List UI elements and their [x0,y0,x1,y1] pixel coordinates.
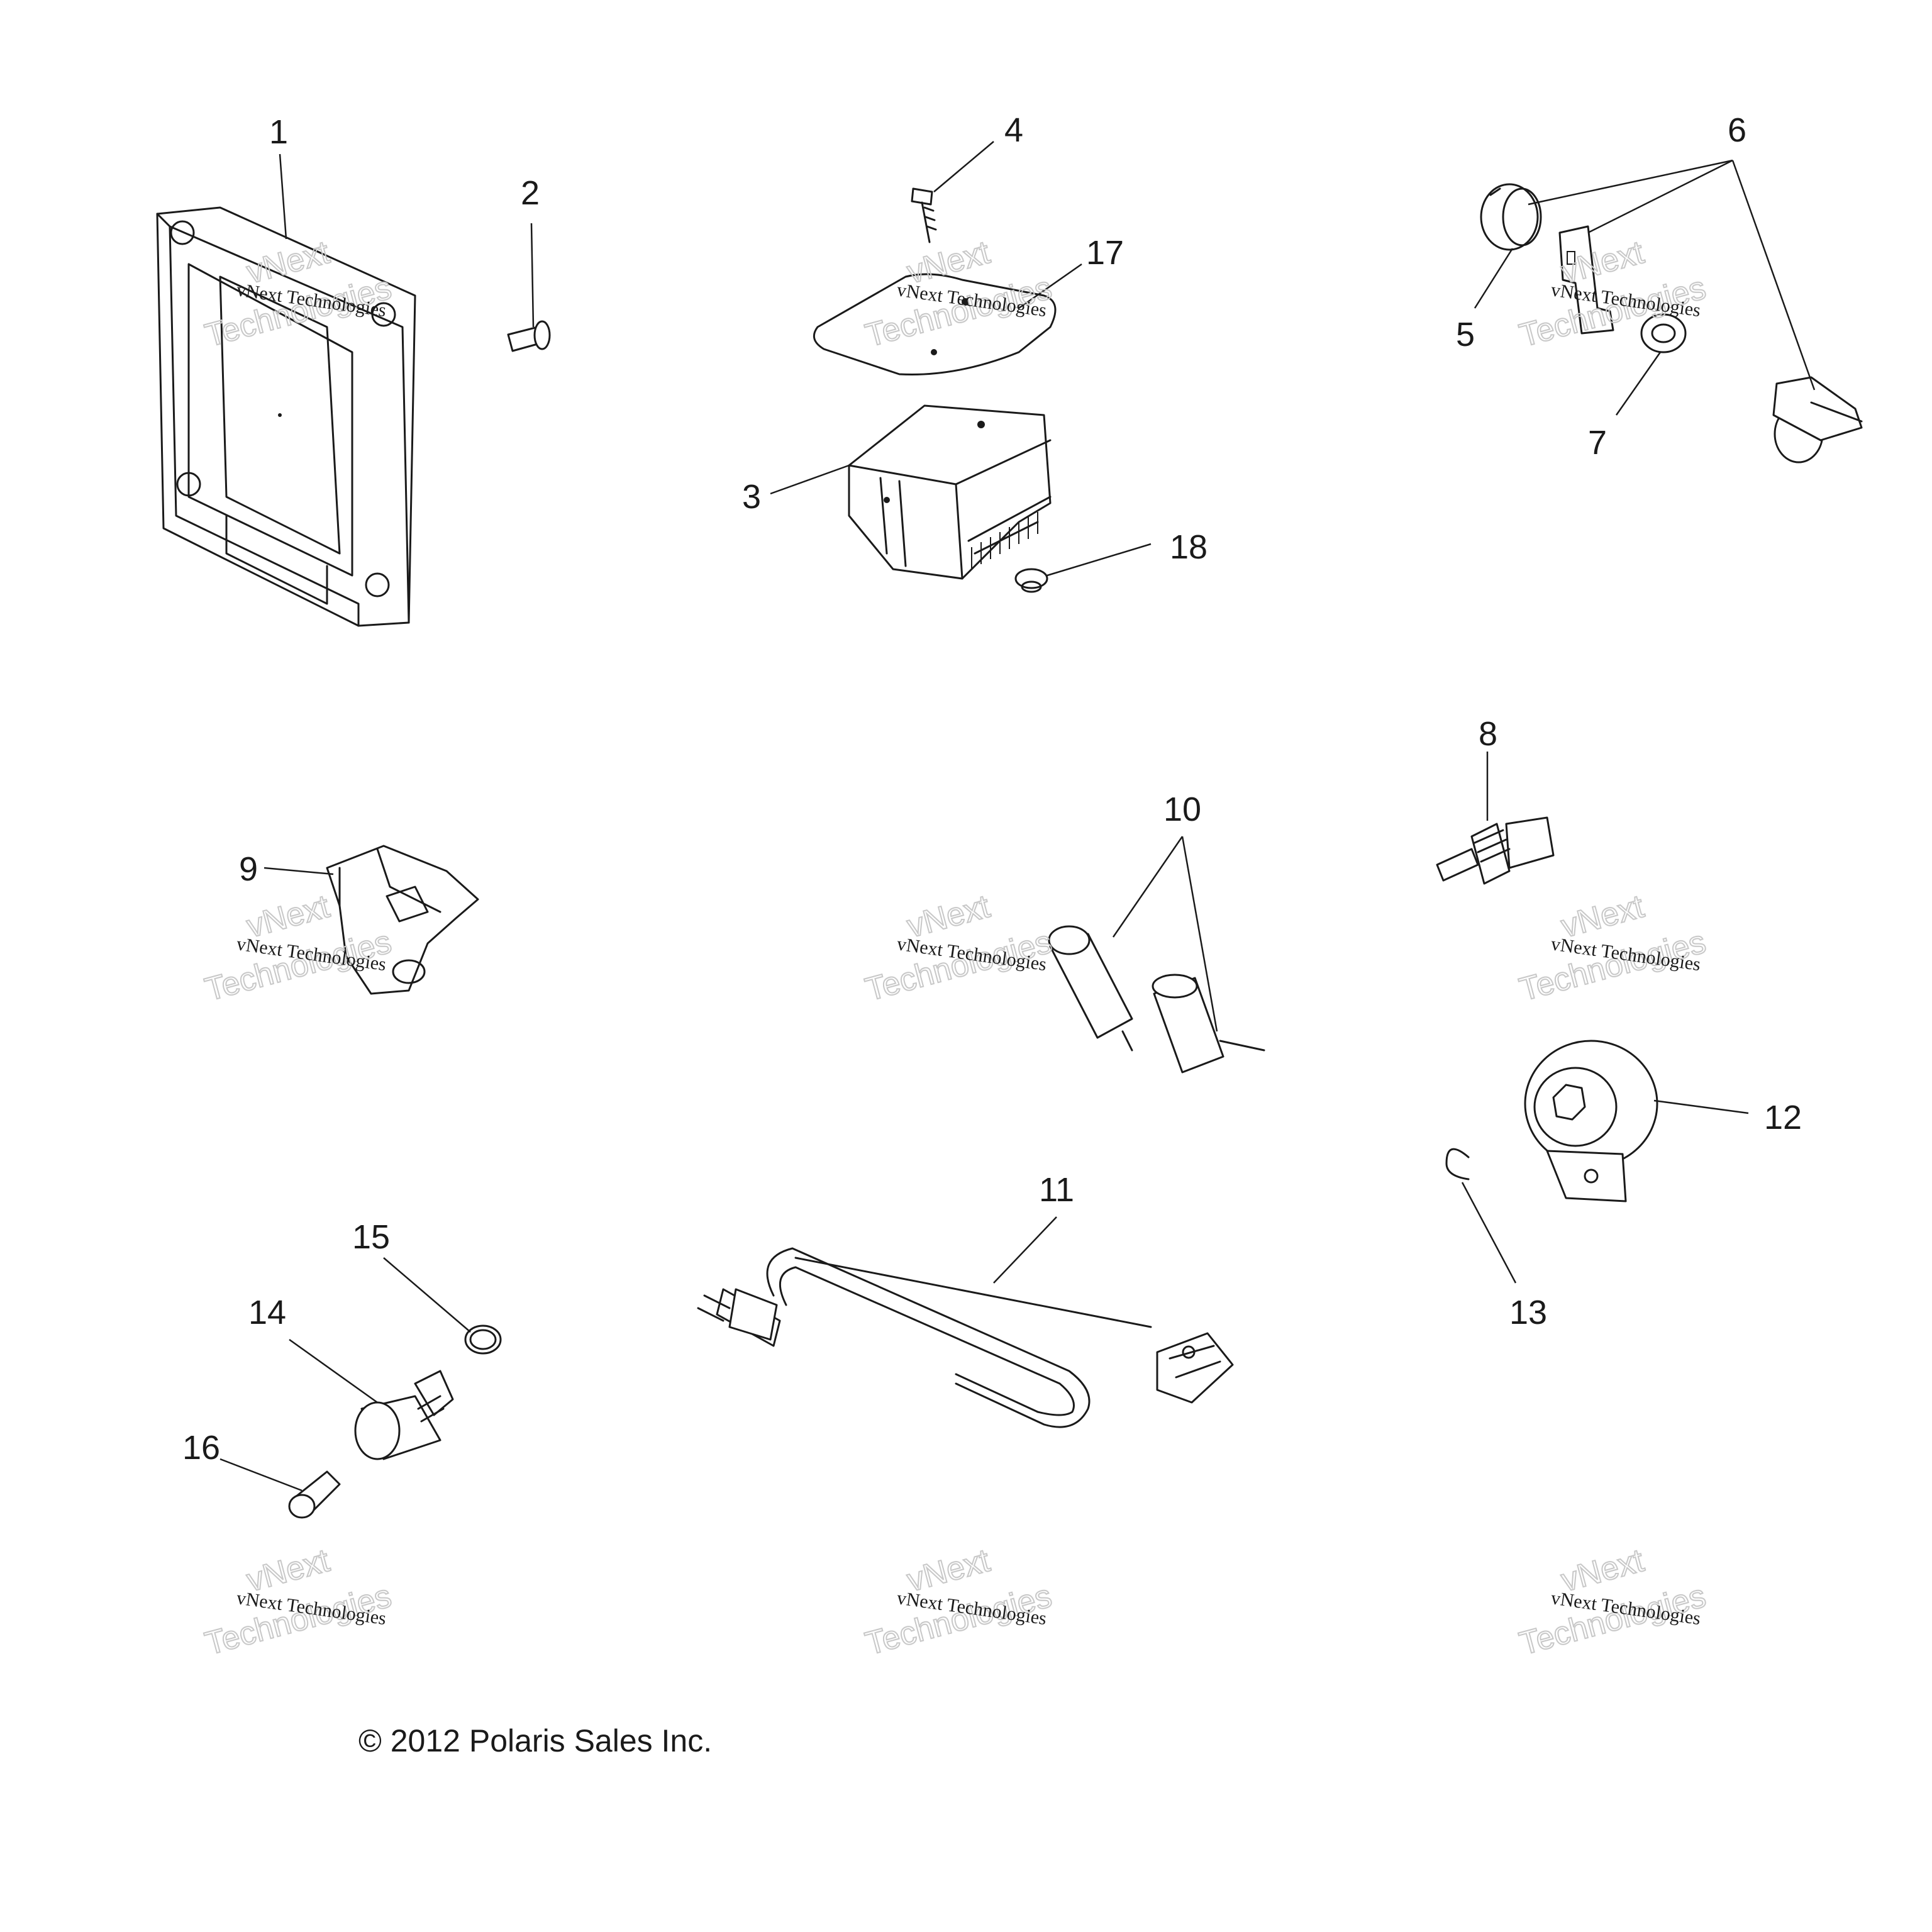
part-18-fastener [1014,568,1048,593]
part-14-crank-sensor [354,1370,454,1460]
part-11-harness [697,1247,1234,1428]
callout-18: 18 [1170,528,1208,566]
callout-16: 16 [182,1429,220,1467]
part-10-sensor-b [1152,974,1265,1074]
callout-12: 12 [1764,1099,1802,1136]
callout-7: 7 [1588,424,1607,462]
leader-6c [1731,160,1816,391]
part-13-clip [1445,1148,1470,1180]
leader-4 [933,141,994,192]
callout-13: 13 [1509,1294,1547,1331]
part-5-cap [1480,183,1542,251]
part-8-temp-sensor [1436,816,1555,885]
part-6-bracket [1558,225,1614,335]
callout-3: 3 [742,478,761,516]
callout-11: 11 [1039,1171,1074,1209]
leader-14 [289,1338,378,1404]
callout-15: 15 [352,1218,390,1256]
part-1-ecu [156,206,416,627]
leader-5 [1474,248,1514,309]
part-9-map-sensor [326,845,479,995]
callout-6: 6 [1728,111,1746,149]
part-3-regulator [848,404,1052,580]
callout-1: 1 [269,113,288,151]
callout-2: 2 [521,174,540,212]
leader-13 [1461,1182,1517,1284]
callout-8: 8 [1479,715,1497,753]
leader-10a [1112,836,1184,938]
leader-6a [1528,159,1733,206]
leader-15 [383,1257,471,1333]
leader-18 [1046,543,1152,577]
leader-10b [1181,836,1218,1032]
part-15-o-ring [464,1324,502,1355]
part-16-bolt [288,1470,341,1519]
part-10-sensor-a [1048,925,1133,1052]
leader-7 [1615,352,1662,416]
callout-10: 10 [1163,791,1201,828]
part-7-washer [1640,313,1687,353]
callout-9: 9 [239,850,258,888]
part-6-sensor [1772,376,1863,464]
callout-17: 17 [1086,234,1124,272]
leader-2 [530,223,535,328]
callout-14: 14 [248,1294,286,1331]
leader-9 [264,867,334,875]
part-12-knock-sensor [1524,1040,1658,1202]
callout-5: 5 [1456,316,1475,353]
callout-4: 4 [1004,111,1023,149]
copyright-notice: © 2012 Polaris Sales Inc. [358,1723,712,1758]
leader-16 [219,1458,303,1492]
part-2-pin [507,320,551,352]
part-4-screw [911,187,937,243]
leader-17 [1018,263,1082,309]
leader-1 [279,153,287,240]
part-17-cover [813,273,1057,376]
leader-11 [993,1216,1057,1284]
leader-6b [1587,159,1733,234]
leader-12 [1653,1099,1749,1114]
leader-3 [770,464,850,495]
